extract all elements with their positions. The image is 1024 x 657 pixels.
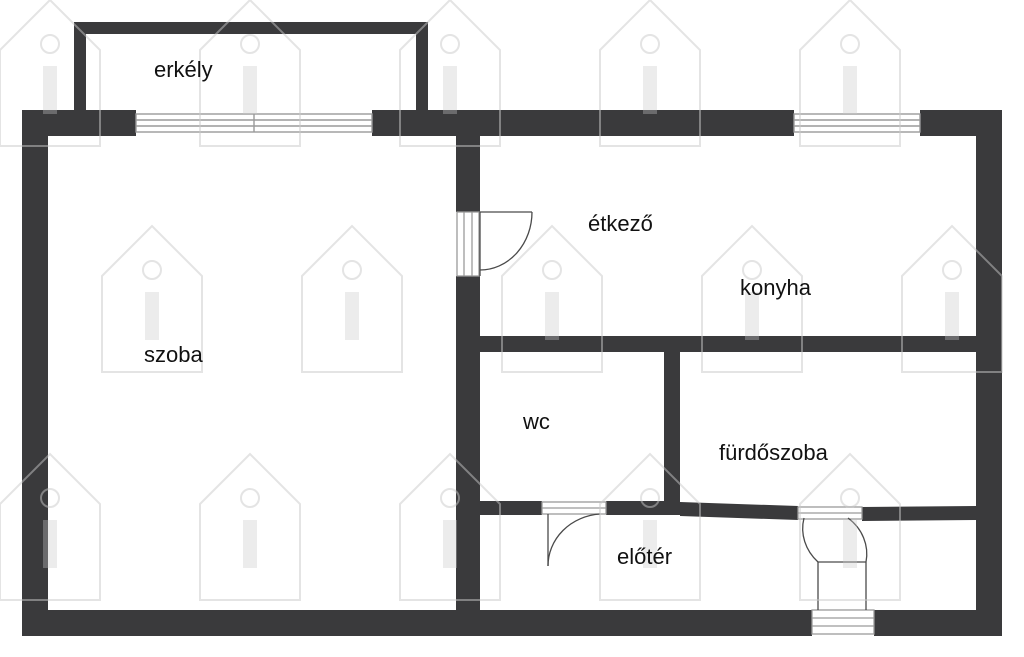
- room-label-konyha: konyha: [740, 275, 812, 300]
- window-kitchen: [793, 113, 921, 133]
- wall-top-middle: [372, 110, 794, 136]
- wall-wc-furdo: [664, 352, 680, 504]
- door-wc: [541, 501, 607, 567]
- window-balcony: [135, 113, 373, 133]
- door-szoba-etkezo: [456, 211, 533, 277]
- balcony-wall-left: [74, 22, 86, 112]
- wall-furdo-bottom-left: [680, 502, 798, 520]
- wall-right: [976, 110, 1002, 636]
- room-label-szoba: szoba: [144, 342, 203, 367]
- doors: [456, 211, 875, 635]
- room-label-etkezo: étkező: [588, 211, 653, 236]
- balcony-wall-right: [416, 22, 428, 112]
- house-info-icon: [599, 453, 701, 601]
- room-label-furdoszoba: fürdőszoba: [719, 440, 829, 465]
- room-label-erkely: erkély: [154, 57, 213, 82]
- balcony-wall-top: [74, 22, 428, 34]
- room-labels: erkély szoba étkező konyha wc fürdőszoba…: [144, 57, 829, 569]
- wall-wc-bottom-left: [480, 501, 542, 515]
- house-info-icon: [0, 453, 101, 601]
- door-entrance: [811, 562, 875, 635]
- room-label-eloter: előtér: [617, 544, 672, 569]
- house-info-icon: [799, 453, 901, 601]
- house-info-icon: [399, 453, 501, 601]
- room-label-wc: wc: [522, 409, 550, 434]
- walls: [22, 22, 1002, 636]
- wall-furdo-bottom-right: [862, 506, 976, 521]
- wall-konyha-bottom: [480, 336, 976, 352]
- wall-szoba-right-upper: [456, 136, 480, 212]
- house-info-icon: [301, 225, 403, 373]
- wall-bottom-left: [22, 610, 812, 636]
- wall-szoba-right-lower: [456, 276, 480, 610]
- wall-bottom-right: [874, 610, 1002, 636]
- house-info-icon: [199, 453, 301, 601]
- wall-wc-bottom-right: [606, 501, 680, 515]
- door-furdoszoba: [797, 506, 868, 563]
